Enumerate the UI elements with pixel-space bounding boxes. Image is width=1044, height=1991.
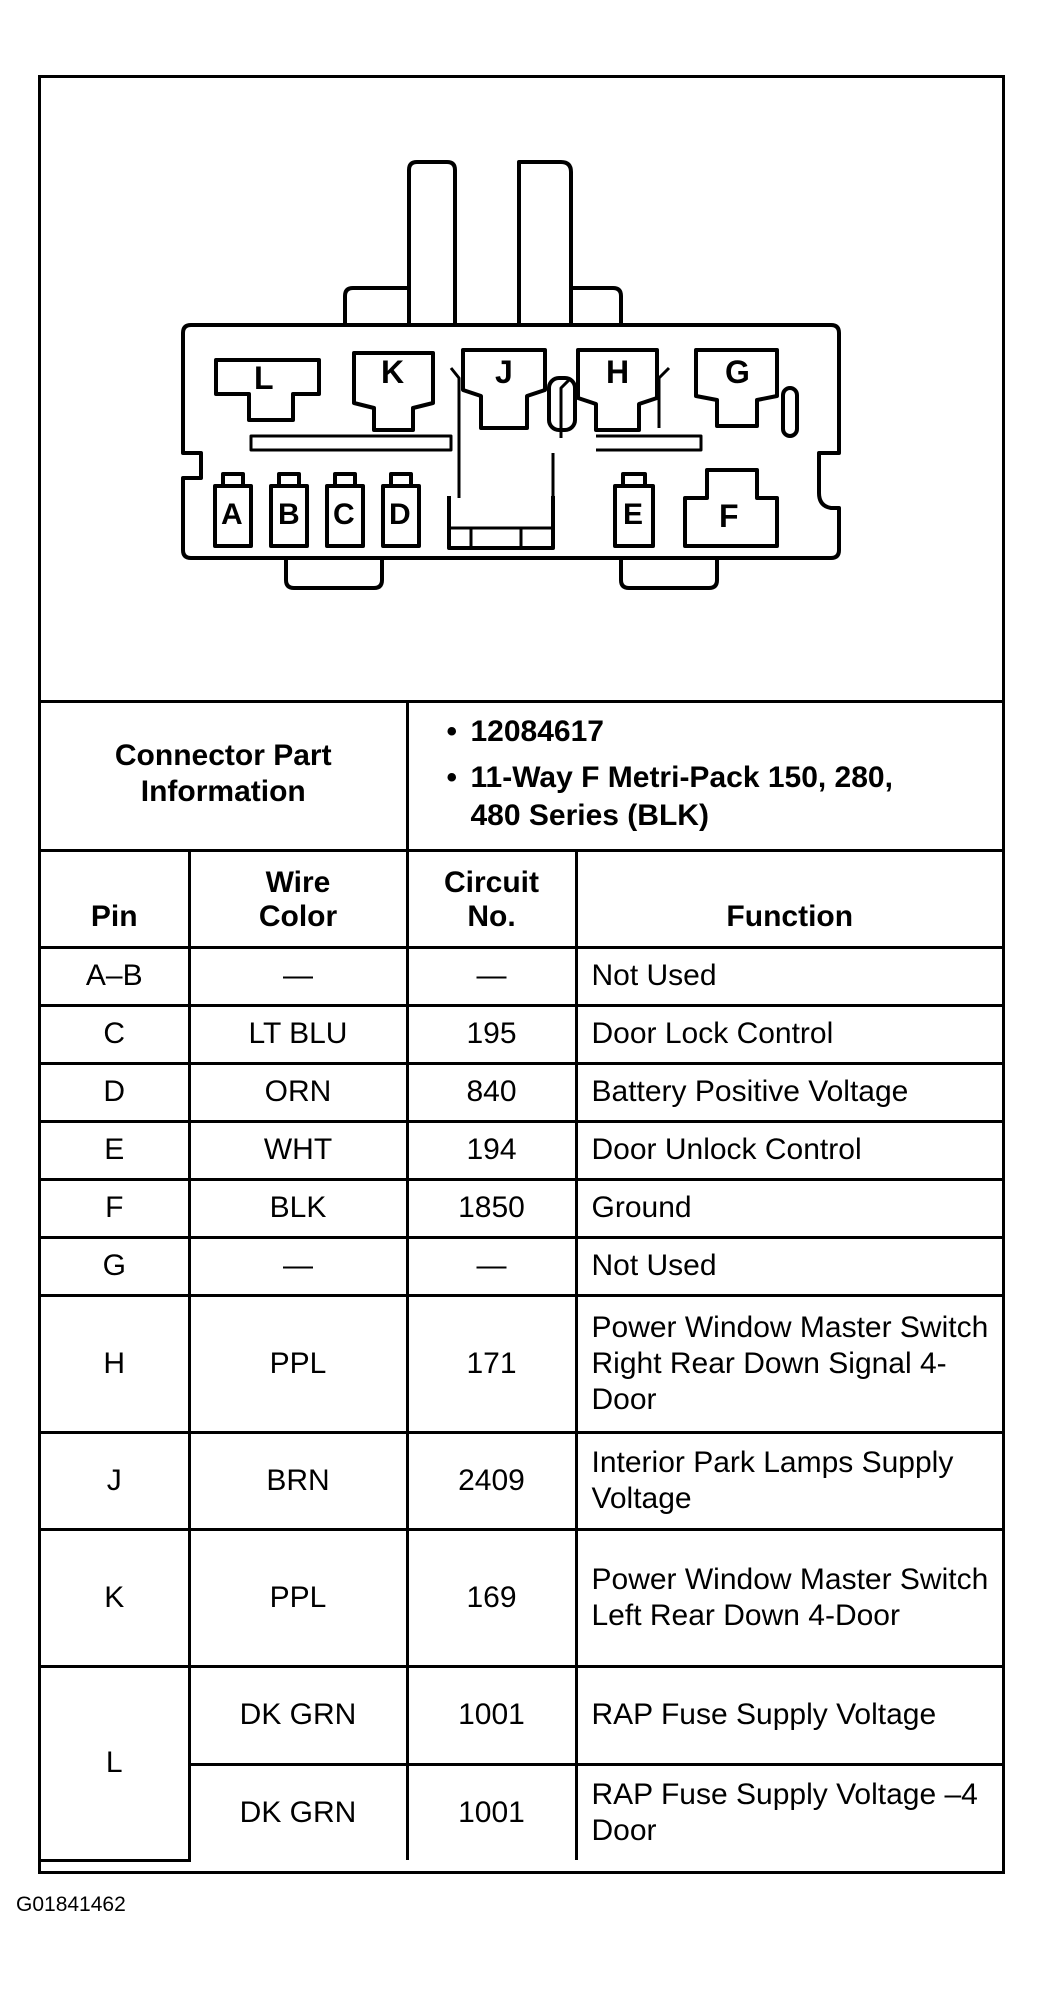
part-info-row: Connector Part Information 12084617 11-W… (41, 700, 1003, 852)
part-info-values: 12084617 11-Way F Metri-Pack 150, 280, 4… (405, 700, 1003, 852)
table-row: D ORN 840 Battery Positive Voltage (41, 1061, 1002, 1123)
connector-frame: L K J H G A B C D E F Connector Part Inf… (38, 75, 1005, 1874)
pin-letter-H: H (606, 354, 630, 390)
pin-cell: F (41, 1177, 191, 1239)
function-cell: Power Window Master Switch Right Rear Do… (574, 1293, 1002, 1434)
function-cell: Power Window Master Switch Left Rear Dow… (574, 1527, 1002, 1668)
col-header-wire-color-text: Wire Color (258, 865, 338, 933)
wire-color-cell: — (187, 1235, 409, 1297)
function-cell: RAP Fuse Supply Voltage –4 Door (574, 1762, 1002, 1860)
col-header-wire-color: Wire Color (187, 848, 409, 949)
wire-color-cell: WHT (187, 1119, 409, 1181)
pin-cell: H (41, 1293, 191, 1434)
circuit-cell: 169 (405, 1527, 578, 1668)
pin-cell: G (41, 1235, 191, 1297)
pin-letter-E: E (623, 498, 644, 531)
pinout-table: Connector Part Information 12084617 11-W… (41, 700, 1002, 1862)
wire-color-cell: DK GRN (187, 1664, 409, 1766)
pin-cell: E (41, 1119, 191, 1181)
part-number: 12084617 (447, 713, 1003, 751)
col-header-function: Function (574, 848, 1002, 949)
circuit-cell: 194 (405, 1119, 578, 1181)
function-cell: Door Unlock Control (574, 1119, 1002, 1181)
circuit-cell: — (405, 945, 578, 1007)
circuit-cell: 195 (405, 1003, 578, 1065)
part-description: 11-Way F Metri-Pack 150, 280, 480 Series… (447, 759, 931, 835)
wire-color-cell: ORN (187, 1061, 409, 1123)
function-cell: Interior Park Lamps Supply Voltage (574, 1430, 1002, 1531)
pin-cell: A–B (41, 945, 191, 1007)
wire-color-cell: BLK (187, 1177, 409, 1239)
pin-cell: K (41, 1527, 191, 1668)
function-cell: Not Used (574, 1235, 1002, 1297)
pin-letter-D: D (389, 498, 411, 531)
table-row: G — — Not Used (41, 1235, 1002, 1297)
pin-cell: J (41, 1430, 191, 1531)
col-header-pin: Pin (41, 848, 191, 949)
function-cell: Ground (574, 1177, 1002, 1239)
function-cell: Not Used (574, 945, 1002, 1007)
circuit-cell: 1850 (405, 1177, 578, 1239)
col-header-circuit-text: Circuit No. (443, 865, 539, 933)
pin-letter-K: K (381, 354, 405, 390)
pin-letter-C: C (333, 498, 355, 531)
part-info-label: Connector Part Information (41, 700, 409, 852)
pin-cell: L (41, 1664, 191, 1862)
table-row: E WHT 194 Door Unlock Control (41, 1119, 1002, 1181)
pin-letter-A: A (221, 498, 243, 531)
connector-face-drawing (181, 160, 841, 590)
table-row: H PPL 171 Power Window Master Switch Rig… (41, 1293, 1002, 1434)
pin-letter-J: J (495, 354, 513, 390)
wire-color-cell: PPL (187, 1293, 409, 1434)
table-row: DK GRN 1001 RAP Fuse Supply Voltage –4 D… (41, 1762, 1002, 1860)
pin-cell: D (41, 1061, 191, 1123)
col-header-circuit: Circuit No. (405, 848, 578, 949)
column-header-row: Pin Wire Color Circuit No. Function (41, 848, 1002, 949)
function-cell: RAP Fuse Supply Voltage (574, 1664, 1002, 1766)
pin-cell: C (41, 1003, 191, 1065)
circuit-cell: 171 (405, 1293, 578, 1434)
circuit-cell: — (405, 1235, 578, 1297)
table-row: F BLK 1850 Ground (41, 1177, 1002, 1239)
circuit-cell: 2409 (405, 1430, 578, 1531)
table-row: K PPL 169 Power Window Master Switch Lef… (41, 1527, 1002, 1668)
pin-letter-G: G (725, 354, 750, 390)
circuit-cell: 1001 (405, 1664, 578, 1766)
table-row: A–B — — Not Used (41, 945, 1002, 1007)
table-row: C LT BLU 195 Door Lock Control (41, 1003, 1002, 1065)
wire-color-cell: DK GRN (189, 1762, 409, 1860)
pin-letter-L: L (254, 360, 274, 396)
wire-color-cell: — (187, 945, 409, 1007)
table-row: L DK GRN 1001 RAP Fuse Supply Voltage (41, 1664, 1002, 1862)
wire-color-cell: BRN (187, 1430, 409, 1531)
pin-letter-B: B (278, 498, 300, 531)
wire-color-cell: LT BLU (187, 1003, 409, 1065)
figure-id: G01841462 (16, 1893, 126, 1916)
circuit-cell: 1001 (405, 1762, 578, 1860)
table-row: J BRN 2409 Interior Park Lamps Supply Vo… (41, 1430, 1002, 1531)
wire-color-cell: PPL (187, 1527, 409, 1668)
circuit-cell: 840 (405, 1061, 578, 1123)
function-cell: Door Lock Control (574, 1003, 1002, 1065)
function-cell: Battery Positive Voltage (574, 1061, 1002, 1123)
pin-letter-F: F (719, 498, 739, 534)
connector-diagram: L K J H G A B C D E F (41, 78, 1002, 703)
part-info-label-text: Connector Part Information (114, 739, 332, 809)
